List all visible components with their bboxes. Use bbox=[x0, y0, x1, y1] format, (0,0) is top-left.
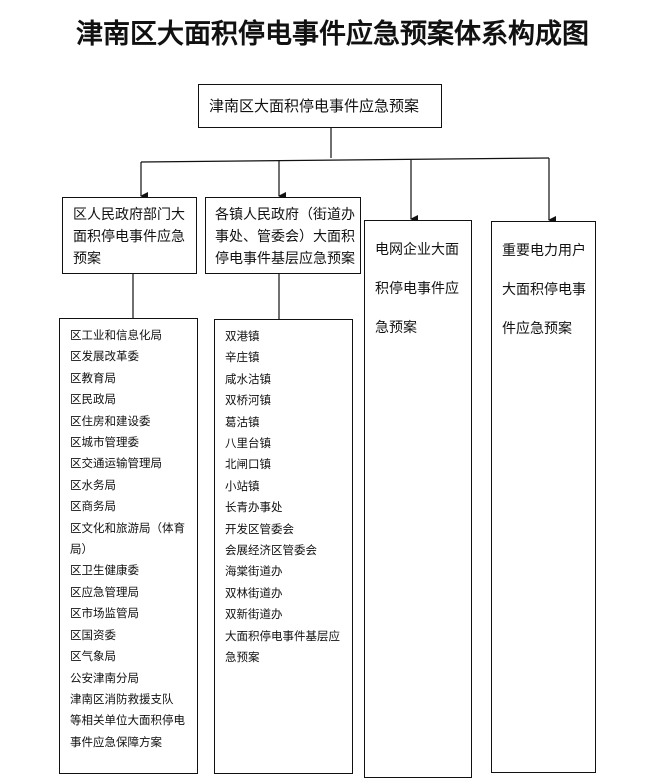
department-list-box: 区工业和信息化局区发展改革委区教育局区民政局区住房和建设委区城市管理委区交通运输… bbox=[59, 318, 198, 774]
town-list-box: 双港镇辛庄镇咸水沽镇双桥河镇葛沽镇八里台镇北闸口镇小站镇长青办事处开发区管委会会… bbox=[214, 319, 353, 774]
department-item: 区民政局 bbox=[70, 392, 116, 407]
department-item: 区国资委 bbox=[70, 627, 116, 642]
department-item: 区应急管理局 bbox=[70, 584, 139, 599]
branch-label: 各镇人民政府（街道办事处、管委会）大面积停电事件基层应急预案 bbox=[215, 207, 355, 267]
branch-grid-enterprise: 电网企业大面积停电事件应急预案 bbox=[364, 220, 472, 778]
department-item: 津南区消防救援支队 bbox=[70, 691, 174, 706]
department-item: 区水务局 bbox=[70, 477, 116, 492]
town-item: 北闸口镇 bbox=[225, 457, 271, 472]
town-item: 八里台镇 bbox=[225, 436, 271, 451]
root-plan-label: 津南区大面积停电事件应急预案 bbox=[209, 97, 420, 115]
branch-power-users: 重要电力用户大面积停电事件应急预案 bbox=[491, 221, 596, 773]
department-item: 区教育局 bbox=[70, 370, 116, 385]
town-item: 双新街道办 bbox=[225, 607, 283, 622]
town-item: 开发区管委会 bbox=[225, 521, 294, 536]
department-item: 区工业和信息化局 bbox=[70, 328, 162, 342]
department-item: 区发展改革委 bbox=[70, 349, 139, 364]
town-item: 葛沽镇 bbox=[225, 414, 260, 429]
town-item: 会展经济区管委会 bbox=[225, 543, 317, 558]
town-item: 大面积停电事件基层应急预案 bbox=[225, 628, 340, 665]
town-item: 辛庄镇 bbox=[225, 350, 260, 365]
branch-label: 电网企业大面积停电事件应急预案 bbox=[375, 242, 459, 336]
department-item: 区文化和旅游局（体育局） bbox=[70, 520, 185, 557]
department-item: 区城市管理委 bbox=[70, 435, 139, 450]
town-item: 海棠街道办 bbox=[225, 564, 283, 579]
department-item: 公安津南分局 bbox=[70, 670, 139, 685]
town-item: 双桥河镇 bbox=[225, 393, 271, 408]
root-plan-box: 津南区大面积停电事件应急预案 bbox=[198, 84, 442, 128]
town-item: 咸水沽镇 bbox=[225, 371, 271, 386]
department-item: 区气象局 bbox=[70, 649, 116, 664]
branch-district-departments: 区人民政府部门大面积停电事件应急预案 bbox=[62, 197, 197, 274]
town-item: 双林街道办 bbox=[225, 585, 283, 600]
department-item: 区交通运输管理局 bbox=[70, 456, 162, 471]
department-item: 区商务局 bbox=[70, 499, 116, 514]
department-item: 等相关单位大面积停电事件应急保障方案 bbox=[70, 713, 185, 749]
department-item: 区卫生健康委 bbox=[70, 563, 139, 578]
branch-label: 区人民政府部门大面积停电事件应急预案 bbox=[73, 207, 185, 267]
branch-towns: 各镇人民政府（街道办事处、管委会）大面积停电事件基层应急预案 bbox=[205, 197, 361, 274]
page-title: 津南区大面积停电事件应急预案体系构成图 bbox=[76, 19, 589, 50]
department-item: 区住房和建设委 bbox=[70, 413, 151, 428]
branch-label: 重要电力用户大面积停电事件应急预案 bbox=[502, 243, 586, 337]
department-item: 区市场监管局 bbox=[70, 606, 139, 621]
town-item: 双港镇 bbox=[225, 329, 260, 343]
town-item: 小站镇 bbox=[225, 478, 260, 493]
town-item: 长青办事处 bbox=[225, 500, 283, 515]
